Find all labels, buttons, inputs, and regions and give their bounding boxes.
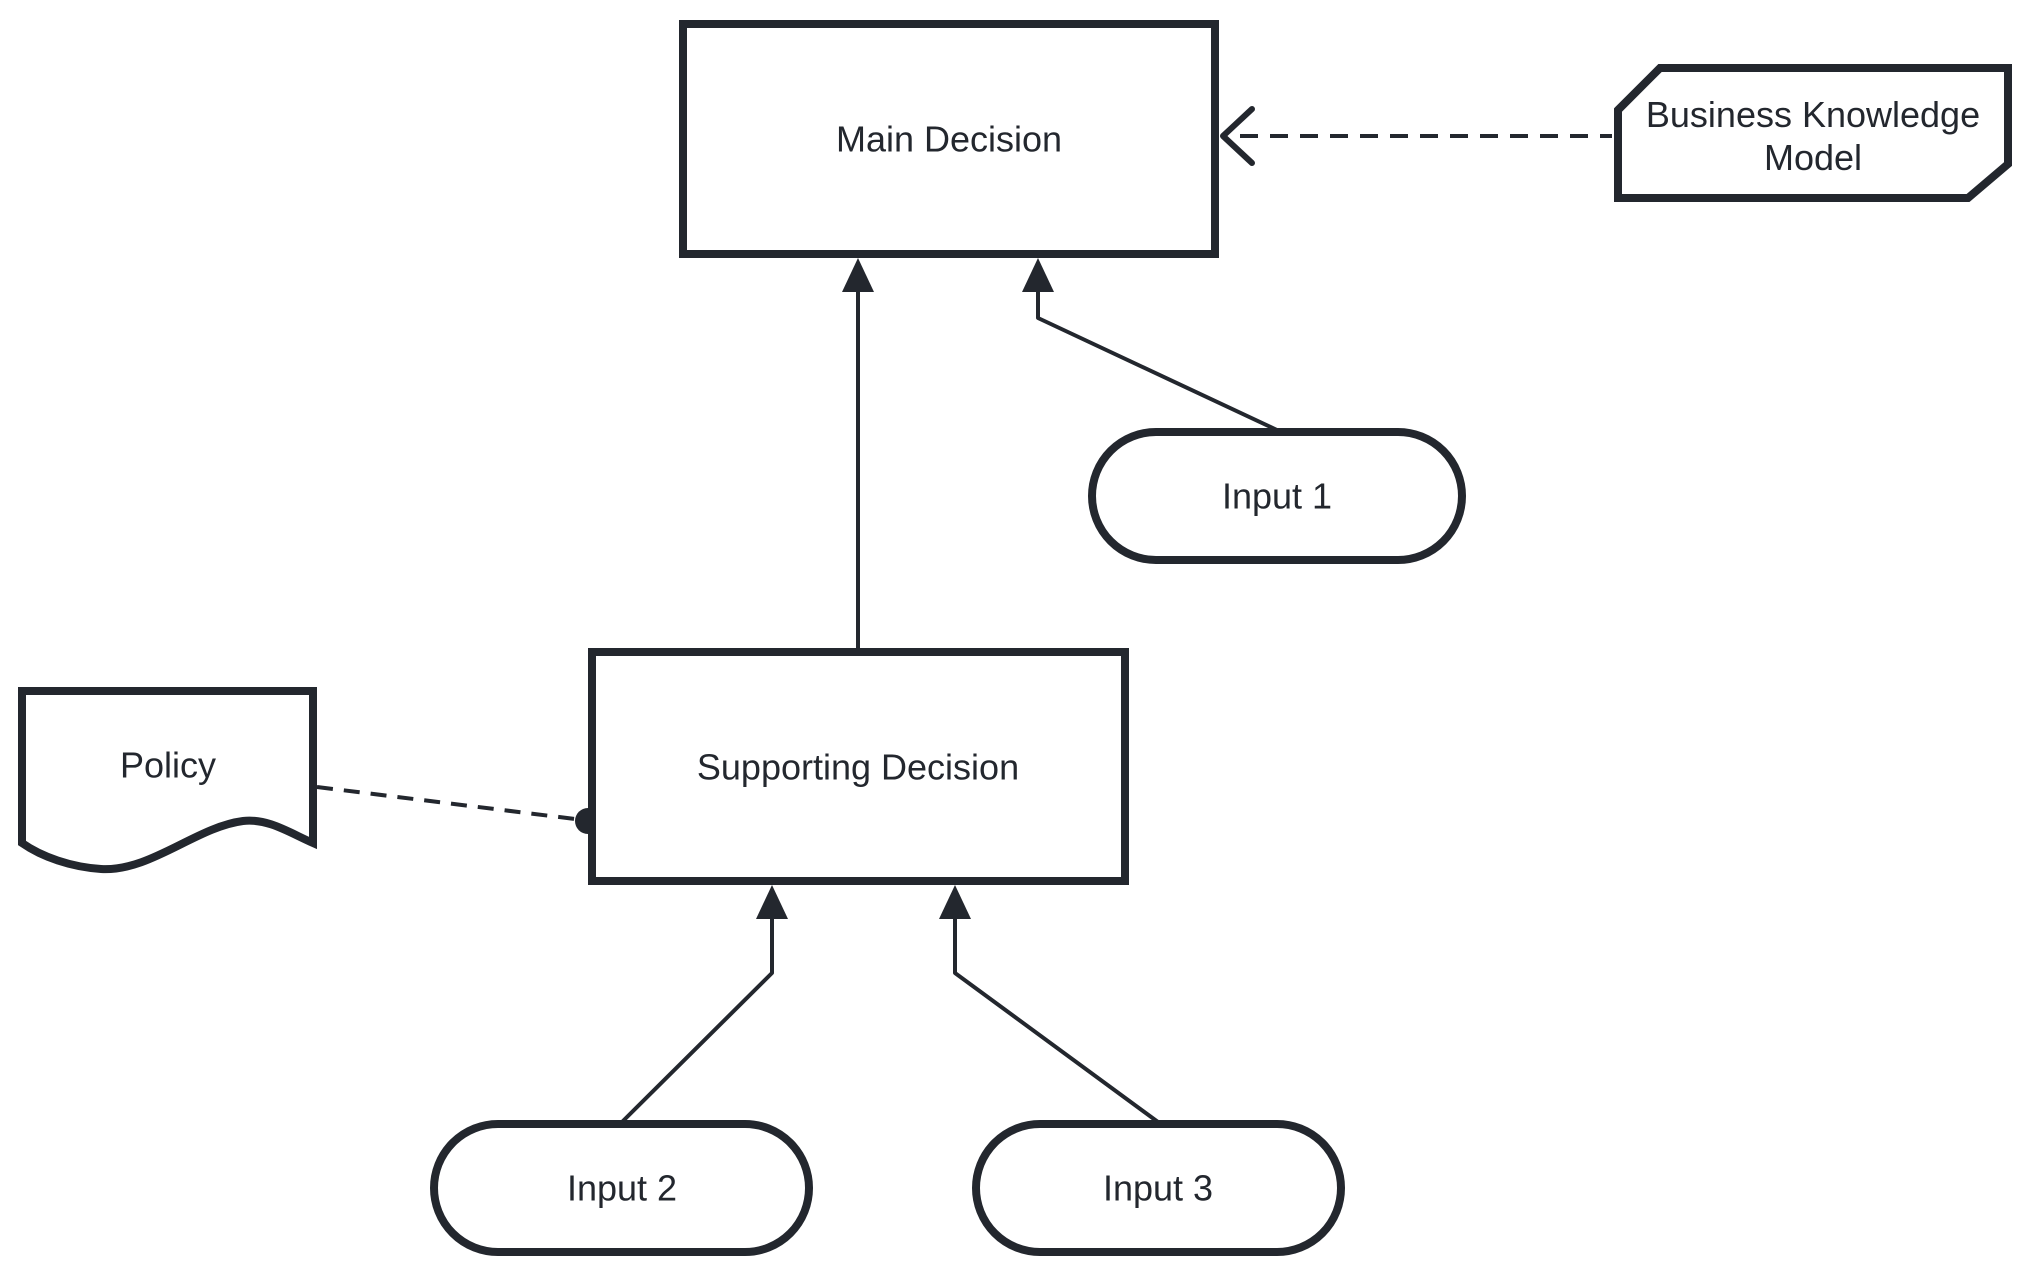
connector-input-3-to-supporting-decision[interactable] [939, 885, 1160, 1124]
filled-arrowhead-icon [1022, 258, 1054, 292]
connector-bkm-to-main-decision[interactable] [1220, 106, 1612, 166]
node-supporting-decision[interactable] [588, 648, 1129, 885]
connector-supporting-decision-to-main-decision[interactable] [842, 258, 874, 648]
filled-arrowhead-icon [842, 258, 874, 292]
node-business-knowledge-model[interactable] [1614, 64, 2012, 202]
node-input-1[interactable] [1088, 428, 1466, 564]
filled-arrowhead-icon [939, 885, 971, 919]
main-decision-label: Main Decision [835, 118, 1063, 160]
node-input-2[interactable] [430, 1120, 813, 1256]
connector-input-2-to-supporting-decision[interactable] [620, 885, 788, 1124]
connector-policy-to-supporting-decision[interactable] [316, 785, 601, 834]
input-1-label: Input 1 [1221, 475, 1333, 517]
input-3-label: Input 3 [1102, 1167, 1214, 1209]
business-knowledge-model-label: Business Knowledge Model [1645, 94, 1981, 178]
node-policy[interactable] [18, 687, 317, 874]
node-main-decision[interactable] [679, 20, 1219, 258]
connector-input-1-to-main-decision[interactable] [1022, 258, 1278, 432]
filled-arrowhead-icon [756, 885, 788, 919]
node-input-3[interactable] [972, 1120, 1345, 1256]
open-arrowhead-icon [1220, 106, 1255, 166]
input-2-label: Input 2 [566, 1167, 678, 1209]
supporting-decision-label: Supporting Decision [696, 746, 1020, 788]
policy-label: Policy [119, 744, 217, 786]
